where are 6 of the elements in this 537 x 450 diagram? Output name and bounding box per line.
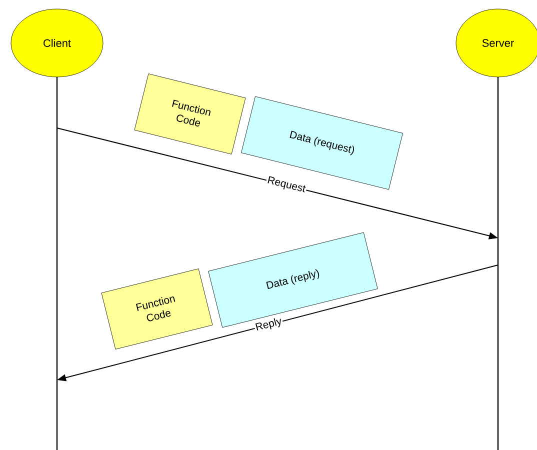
function-code-box: Function Code — [101, 268, 213, 350]
edge-label: Reply — [253, 315, 284, 334]
edge-label: Request — [265, 174, 308, 196]
participant-lifeline: Server — [456, 8, 537, 450]
participant-lifeline: Client — [10, 8, 104, 450]
function-code-box: Function Code — [134, 74, 246, 154]
